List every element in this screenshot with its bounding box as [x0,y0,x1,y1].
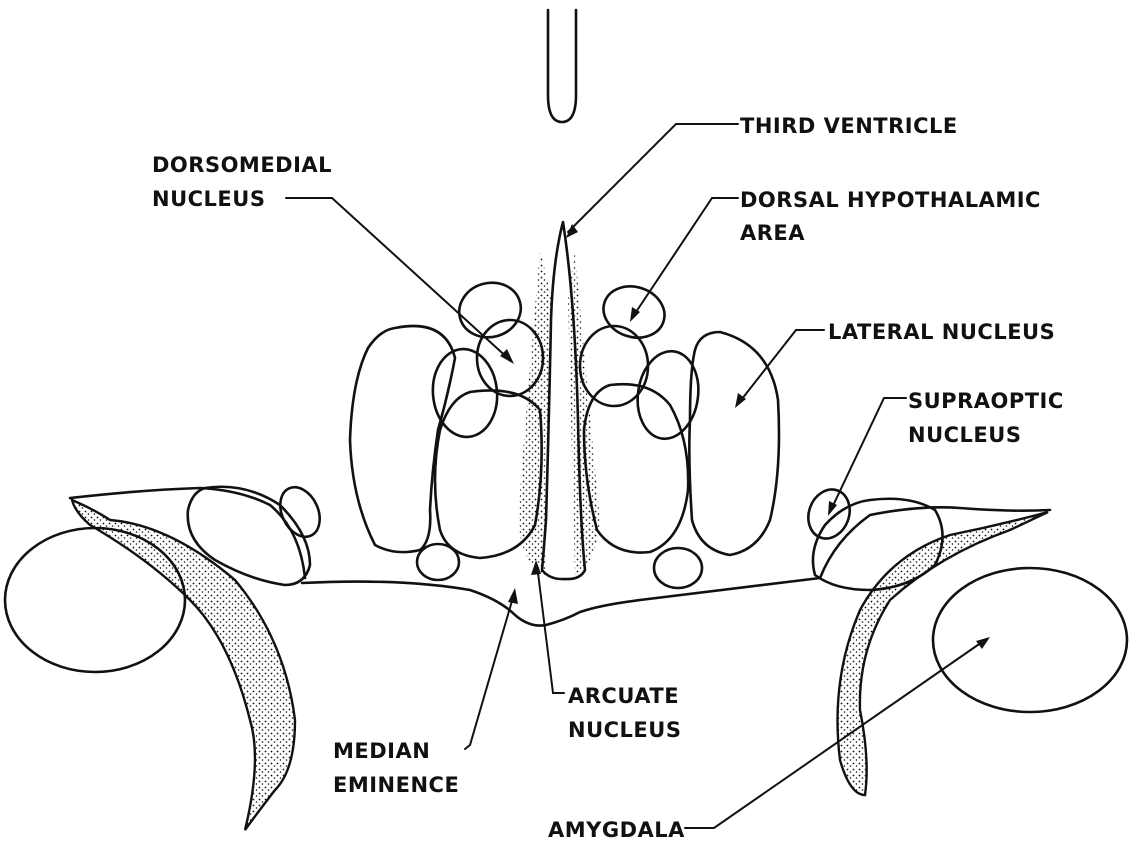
amygdala-arrow [976,637,990,649]
right-lateral-nucleus [689,332,779,555]
label-median-line2: EMINENCE [333,773,459,797]
median-eminence-leader [465,594,514,749]
right-ventromedial-region [584,384,688,552]
label-lateral-nucleus: LATERAL NUCLEUS [828,320,1055,344]
label-arcuate-line1: ARCUATE [568,684,679,708]
dorsomedial-arrow [500,349,514,364]
third-ventricle-leader [568,124,738,232]
left-fornix-nucleus [417,544,459,580]
left-supraoptic-nucleus [273,481,328,543]
label-third-ventricle: THIRD VENTRICLE [740,114,958,138]
label-supraoptic-line1: SUPRAOPTIC [908,389,1064,413]
label-dorsal-hypothalamic-line2: AREA [740,221,805,245]
label-arcuate-line2: NUCLEUS [568,718,681,742]
left-amygdala [5,528,185,672]
ventral-hypothalamic-border [302,578,820,626]
supraoptic-leader [830,398,906,512]
left-optic-tract-stipple [72,500,295,830]
label-dorsomedial-line1: DORSOMEDIAL [152,153,332,177]
right-fornix-nucleus [654,548,702,588]
lateral-nucleus-leader [738,330,824,404]
label-amygdala: AMYGDALA [548,818,685,842]
median-eminence-arrow [508,588,518,604]
left-dorsal-hypothalamic-area [453,276,527,344]
right-dorsomedial-nucleus [580,326,648,406]
label-dorsomedial-line2: NUCLEUS [152,187,265,211]
right-amygdala [933,568,1127,712]
arcuate-leader [537,565,564,693]
right-optic-tract-stipple [838,512,1049,795]
upper-ventricle-loop [548,10,576,122]
label-dorsal-hypothalamic-line1: DORSAL HYPOTHALAMIC [740,188,1041,212]
label-median-line1: MEDIAN [333,739,430,763]
label-supraoptic-line2: NUCLEUS [908,423,1021,447]
dorsal-hypothalamic-leader [632,198,738,318]
